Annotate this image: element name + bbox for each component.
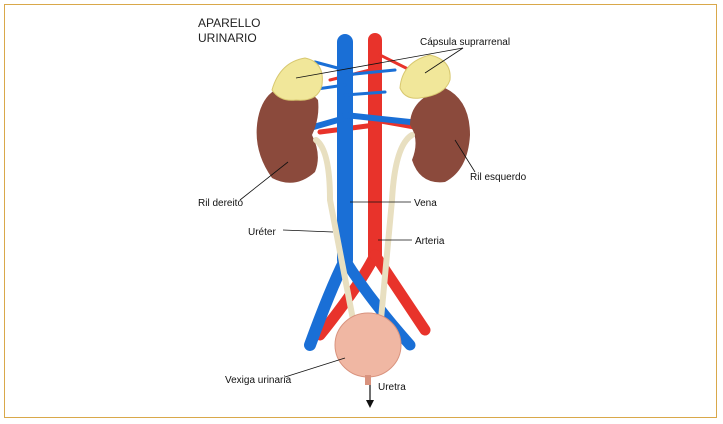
urethra xyxy=(365,375,371,385)
label-vein: Vena xyxy=(414,198,437,209)
leader-lines xyxy=(239,47,476,378)
left-kidney xyxy=(410,88,470,183)
label-left-kidney: Ril esquerdo xyxy=(470,172,527,183)
ureter xyxy=(313,132,415,333)
arrow-down-icon xyxy=(366,385,374,408)
left-adrenal-gland xyxy=(399,54,451,99)
vein xyxy=(304,34,416,351)
label-artery: Arteria xyxy=(415,236,445,247)
right-adrenal-gland xyxy=(271,57,323,101)
bladder xyxy=(334,312,402,378)
label-ureter: Uréter xyxy=(248,227,276,238)
right-kidney xyxy=(256,86,319,183)
label-right-kidney: Ril dereito xyxy=(198,198,243,209)
label-adrenal: Cápsula suprarrenal xyxy=(420,37,510,48)
diagram-title-line2: URINARIO xyxy=(198,31,257,45)
label-urethra: Uretra xyxy=(378,382,406,393)
label-bladder: Vexiga urinaria xyxy=(225,375,292,386)
diagram-title-line1: APARELLO xyxy=(198,16,260,30)
diagram-frame xyxy=(4,4,717,418)
